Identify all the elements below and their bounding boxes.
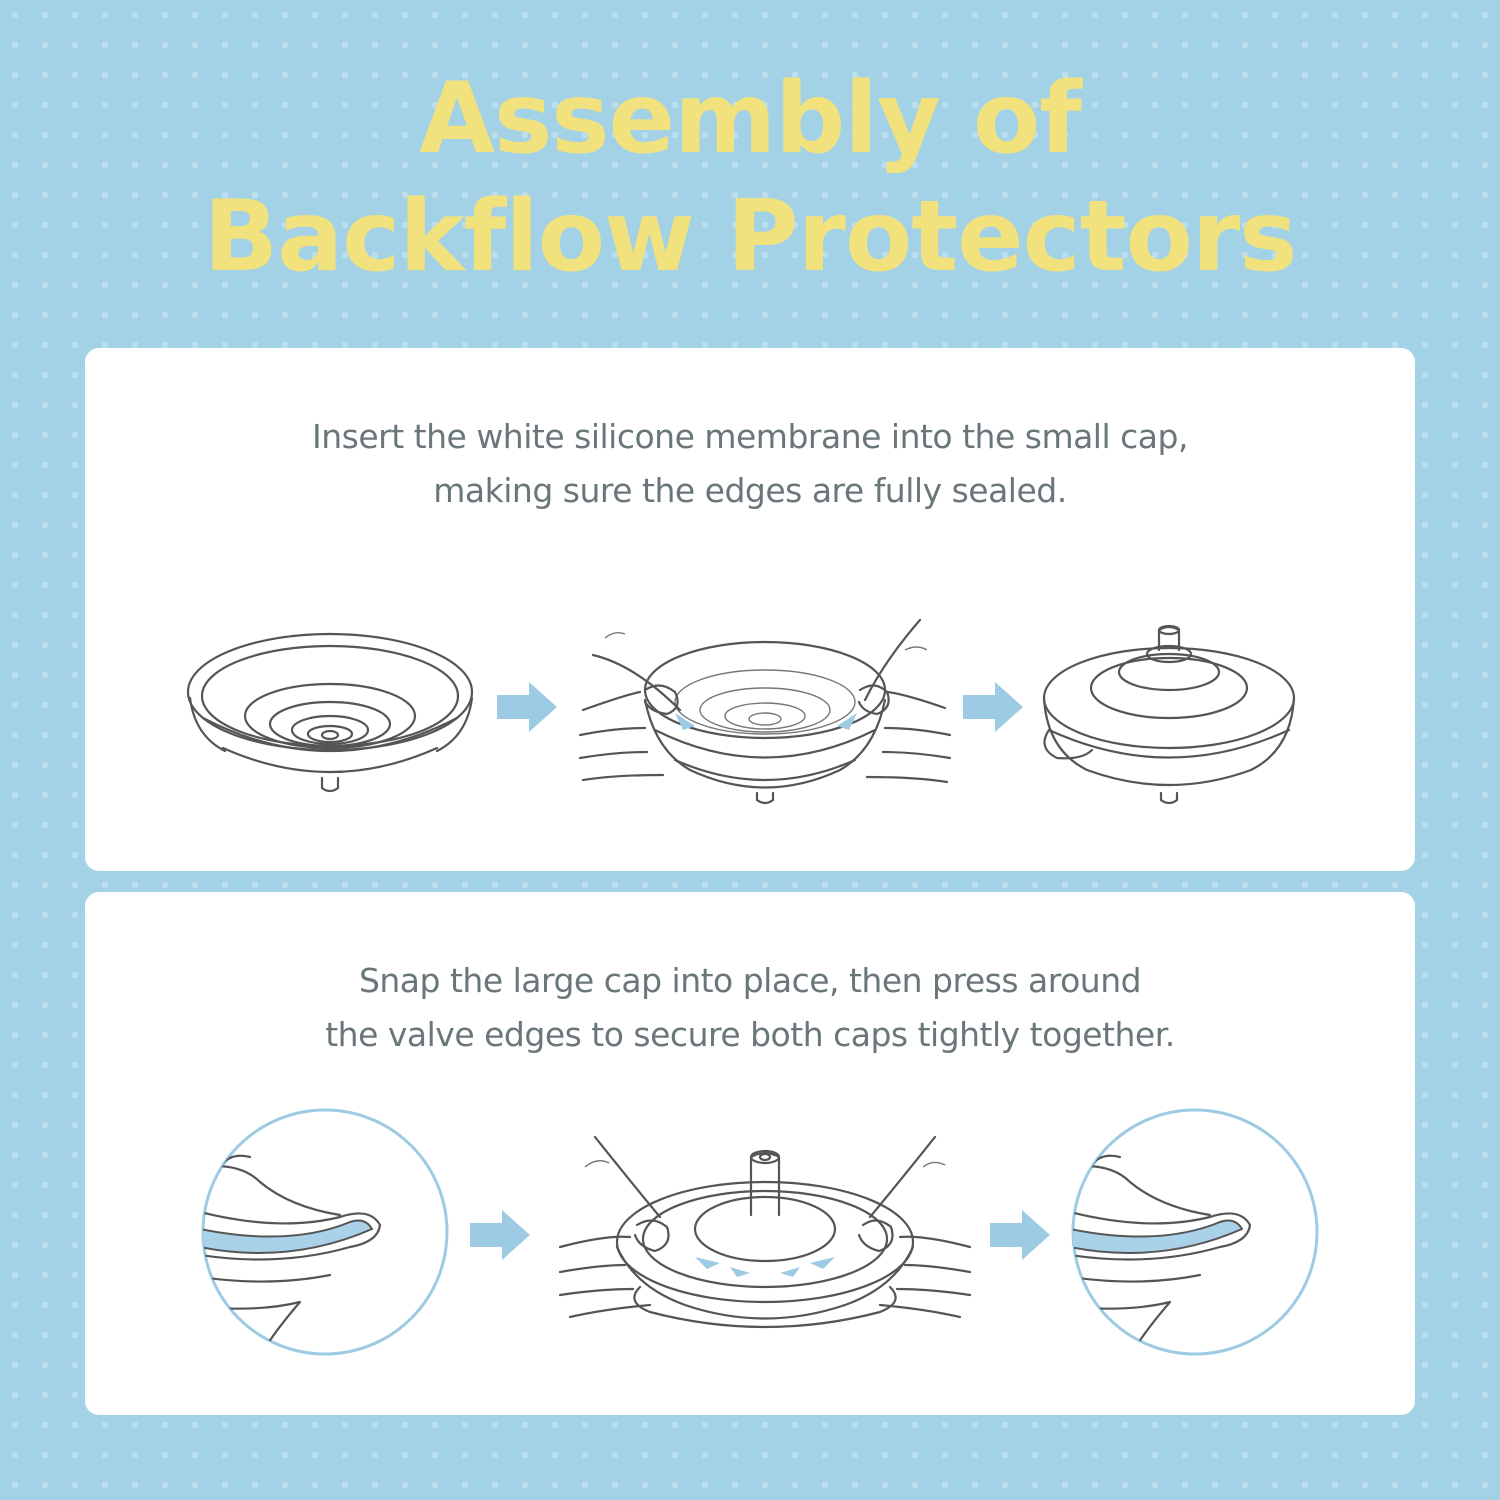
step-2-instruction-line-1: Snap the large cap into place, then pres… xyxy=(358,961,1142,1000)
edge-closeup-before-illustration xyxy=(201,1108,449,1356)
title-line-1: Assembly of xyxy=(419,62,1082,176)
title-line-2: Backflow Protectors xyxy=(203,180,1297,294)
arrow-right-icon xyxy=(497,682,557,732)
step-1-instruction-line-2: making sure the edges are fully sealed. xyxy=(433,471,1067,510)
step-2-instruction-line-2: the valve edges to secure both caps tigh… xyxy=(325,1015,1175,1054)
step-1-instruction-line-1: Insert the white silicone membrane into … xyxy=(312,417,1188,456)
step-2-instruction: Snap the large cap into place, then pres… xyxy=(85,954,1415,1062)
arrow-right-icon xyxy=(470,1210,530,1260)
arrow-right-icon xyxy=(963,682,1023,732)
assembled-small-cap-illustration xyxy=(1042,624,1296,805)
small-cap-illustration xyxy=(186,632,474,793)
step-1-instruction: Insert the white silicone membrane into … xyxy=(85,410,1415,518)
step-1-panel: Insert the white silicone membrane into … xyxy=(85,348,1415,871)
step-2-panel: Snap the large cap into place, then pres… xyxy=(85,892,1415,1415)
press-large-cap-illustration xyxy=(558,1135,972,1329)
edge-closeup-after-illustration xyxy=(1071,1108,1319,1356)
insert-membrane-illustration xyxy=(578,618,952,805)
arrow-right-icon xyxy=(990,1210,1050,1260)
page-title: Assembly of Backflow Protectors xyxy=(0,60,1500,296)
